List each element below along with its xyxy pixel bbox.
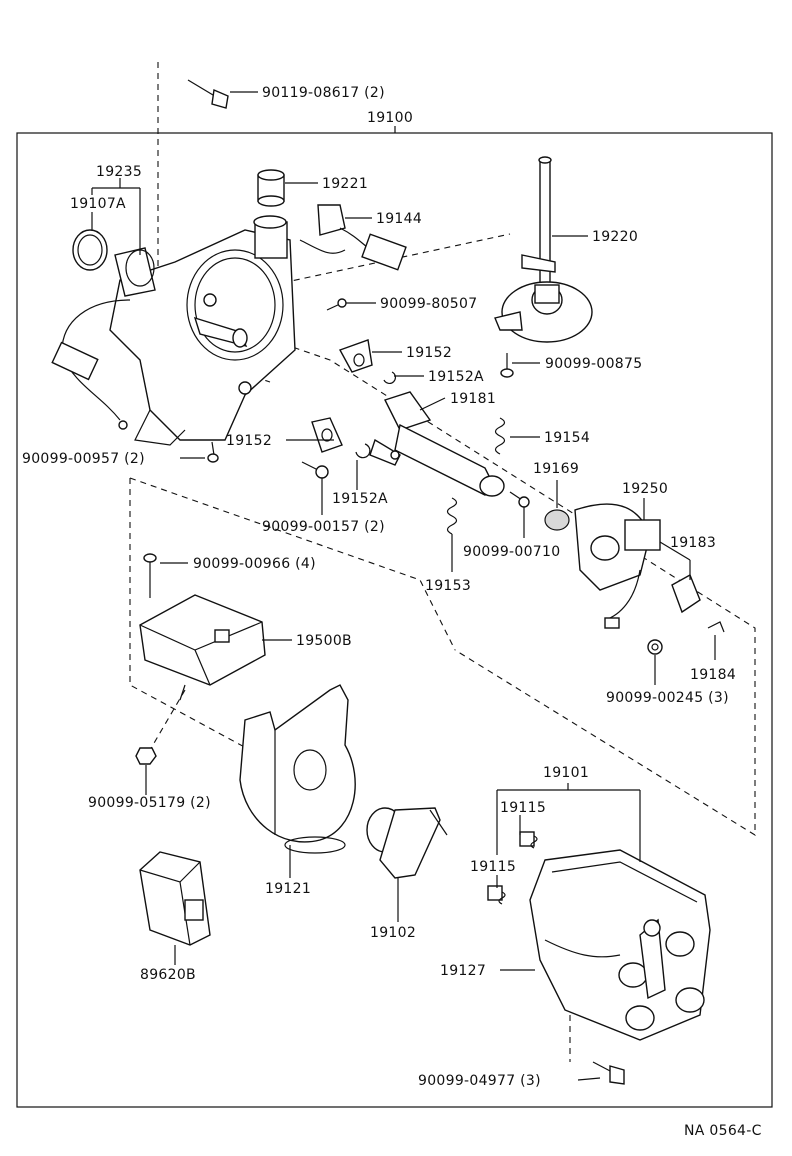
label-19152A-mid: 19152A <box>332 491 388 507</box>
cover-19121 <box>239 684 356 854</box>
label-90099-80507: 90099-80507 <box>380 296 477 312</box>
connector-89620B <box>139 851 211 946</box>
weight-19152-mid <box>311 417 343 453</box>
label-90099-00875: 90099-00875 <box>545 356 642 372</box>
leader-lines <box>91 91 716 1081</box>
label-19152-top: 19152 <box>406 345 452 361</box>
shaft-19220 <box>494 156 593 343</box>
part-labels: 90119-08617 (2) 19100 19235 19107A 19221… <box>22 85 762 1139</box>
screw-90099-00957 <box>207 441 219 463</box>
cap-19221 <box>257 169 285 207</box>
screw-90099-80507 <box>326 298 347 311</box>
clip-19184 <box>707 621 725 633</box>
label-19107A: 19107A <box>70 196 126 212</box>
label-19115-b: 19115 <box>470 859 516 875</box>
label-90099-00957: 90099-00957 (2) <box>22 451 145 467</box>
igniter-19500B <box>139 594 266 701</box>
label-19153: 19153 <box>425 578 471 594</box>
cap-19127 <box>529 849 711 1041</box>
label-ref-code: NA 0564-C <box>684 1123 762 1139</box>
label-19183: 19183 <box>670 535 716 551</box>
spring-19154 <box>494 417 506 455</box>
label-19221: 19221 <box>322 176 368 192</box>
seal-19169 <box>544 509 570 531</box>
screw-90099-00875 <box>500 353 514 378</box>
clip-19152A-mid <box>355 443 371 459</box>
washer-90099-00245 <box>647 639 663 655</box>
bolt-90099-04977 <box>592 1061 625 1085</box>
label-19169: 19169 <box>533 461 579 477</box>
label-19101: 19101 <box>543 765 589 781</box>
label-19152A-top: 19152A <box>428 369 484 385</box>
plate-19250 <box>574 503 661 629</box>
clip-19152A-top <box>383 371 396 384</box>
plug-19115-b <box>487 885 506 905</box>
label-89620B: 89620B <box>140 967 196 983</box>
plug-19115-a <box>519 831 538 849</box>
label-90119-08617: 90119-08617 (2) <box>262 85 385 101</box>
label-19115-a: 19115 <box>500 800 546 816</box>
label-19184: 19184 <box>690 667 736 683</box>
bolt-90119-08617 <box>187 79 229 109</box>
label-90099-05179: 90099-05179 (2) <box>88 795 211 811</box>
label-90099-00966: 90099-00966 (4) <box>193 556 316 572</box>
label-90099-04977: 90099-04977 (3) <box>418 1073 541 1089</box>
label-19127: 19127 <box>440 963 486 979</box>
label-90099-00157: 90099-00157 (2) <box>262 519 385 535</box>
label-19121: 19121 <box>265 881 311 897</box>
label-19500B: 19500B <box>296 633 352 649</box>
screw-90099-00710 <box>509 491 530 508</box>
spring-19153 <box>446 497 458 535</box>
screw-90099-00157 <box>301 461 329 479</box>
label-19152-mid: 19152 <box>226 433 272 449</box>
cap-19183 <box>671 574 701 614</box>
label-19181: 19181 <box>450 391 496 407</box>
label-19220: 19220 <box>592 229 638 245</box>
sensor-19144 <box>299 204 407 271</box>
shaft-19181 <box>369 391 505 497</box>
label-19250: 19250 <box>622 481 668 497</box>
label-19235: 19235 <box>96 164 142 180</box>
label-19144: 19144 <box>376 211 422 227</box>
label-19154: 19154 <box>544 430 590 446</box>
nut-90099-05179 <box>135 747 157 765</box>
label-90099-00710: 90099-00710 <box>463 544 560 560</box>
label-90099-00245: 90099-00245 (3) <box>606 690 729 706</box>
label-19100: 19100 <box>367 110 413 126</box>
label-19102: 19102 <box>370 925 416 941</box>
rotor-19102 <box>366 807 448 879</box>
screw-90099-00966 <box>143 553 157 598</box>
